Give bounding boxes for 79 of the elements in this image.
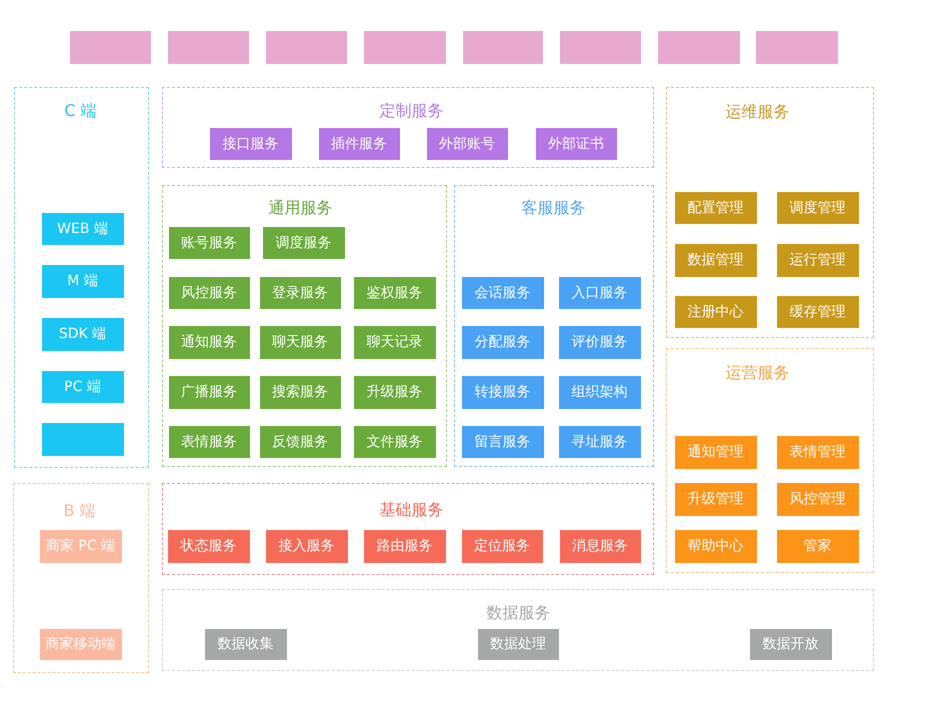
dashed-frame: [454, 185, 654, 467]
blank-box: [756, 31, 838, 64]
dashed-frame: [666, 348, 874, 573]
service-box: 帮助中心: [674, 530, 756, 562]
service-box: 外部证书: [536, 128, 616, 160]
service-box: 外部账号: [426, 128, 508, 160]
dashed-frame: [14, 87, 149, 468]
group-title: B 端: [63, 502, 96, 518]
dashed-frame: [13, 483, 149, 673]
dashed-frame: [162, 483, 654, 575]
blank-box: [560, 31, 641, 64]
service-box: 风控管理: [776, 482, 858, 516]
service-box: 通知服务: [168, 326, 250, 358]
service-box: 广播服务: [168, 376, 250, 408]
service-box: 插件服务: [318, 128, 400, 160]
service-box: 路由服务: [364, 530, 446, 562]
service-box: 通知管理: [674, 436, 756, 468]
service-box: 数据管理: [674, 244, 756, 276]
service-box: 运行管理: [776, 244, 858, 276]
service-box: 分配服务: [462, 326, 544, 358]
service-box: 数据收集: [204, 628, 286, 660]
group-title: 定制服务: [380, 102, 444, 118]
service-box: 聊天记录: [354, 326, 436, 358]
service-box: 聊天服务: [260, 326, 340, 358]
service-box: 接口服务: [210, 128, 292, 160]
service-box: 注册中心: [674, 296, 756, 328]
group-title: 通用服务: [268, 200, 332, 216]
service-box: 寻址服务: [558, 426, 640, 458]
service-box: 接入服务: [266, 530, 348, 562]
blank-box: [364, 31, 446, 64]
group-title: 客服服务: [522, 200, 586, 216]
group-title: 数据服务: [486, 604, 550, 620]
group-title: 基础服务: [380, 502, 444, 518]
service-box: 定位服务: [462, 530, 542, 562]
group-title: C 端: [64, 102, 97, 118]
dashed-frame: [162, 185, 447, 467]
service-box: 调度管理: [776, 192, 858, 224]
client-box: WEB 端: [42, 212, 124, 244]
service-box: 会话服务: [462, 276, 544, 308]
client-box: PC 端: [42, 370, 124, 402]
blank-box: [658, 31, 740, 64]
service-box: 表情管理: [776, 436, 858, 468]
service-box: 数据处理: [478, 628, 558, 660]
service-box: 鉴权服务: [354, 276, 436, 308]
service-box: 评价服务: [558, 326, 640, 358]
service-box: 状态服务: [168, 530, 250, 562]
client-box: M 端: [42, 264, 124, 298]
service-box: 调度服务: [262, 226, 344, 258]
service-box: 反馈服务: [260, 426, 340, 458]
dashed-frame: [666, 87, 874, 338]
client-box: SDK 端: [42, 318, 124, 350]
client-box: 商家 PC 端: [40, 530, 122, 562]
blank-box: [70, 31, 151, 64]
service-box: 组织架构: [558, 376, 640, 408]
service-box: 留言服务: [462, 426, 544, 458]
service-box: 缓存管理: [776, 296, 858, 328]
service-box: 搜索服务: [260, 376, 340, 408]
blank-box: [266, 31, 347, 64]
service-box: 账号服务: [168, 226, 250, 258]
client-box: 商家移动端: [40, 628, 122, 660]
service-box: 消息服务: [560, 530, 640, 562]
blank-box: [168, 31, 249, 64]
service-box: 转接服务: [462, 376, 544, 408]
service-box: 风控服务: [168, 276, 250, 308]
service-box: 文件服务: [354, 426, 436, 458]
dashed-frame: [162, 589, 874, 671]
service-box: 升级服务: [354, 376, 436, 408]
service-box: 配置管理: [674, 192, 756, 224]
group-title: 运维服务: [726, 104, 790, 120]
service-box: 登录服务: [260, 276, 340, 308]
blank-box: [42, 422, 124, 456]
group-title: 运营服务: [726, 364, 790, 380]
service-box: 表情服务: [168, 426, 250, 458]
service-box: 入口服务: [558, 276, 640, 308]
dashed-frame: [162, 87, 654, 168]
blank-box: [463, 31, 543, 64]
service-box: 数据开放: [750, 628, 832, 660]
service-box: 管家: [776, 530, 858, 562]
service-box: 升级管理: [674, 482, 756, 516]
